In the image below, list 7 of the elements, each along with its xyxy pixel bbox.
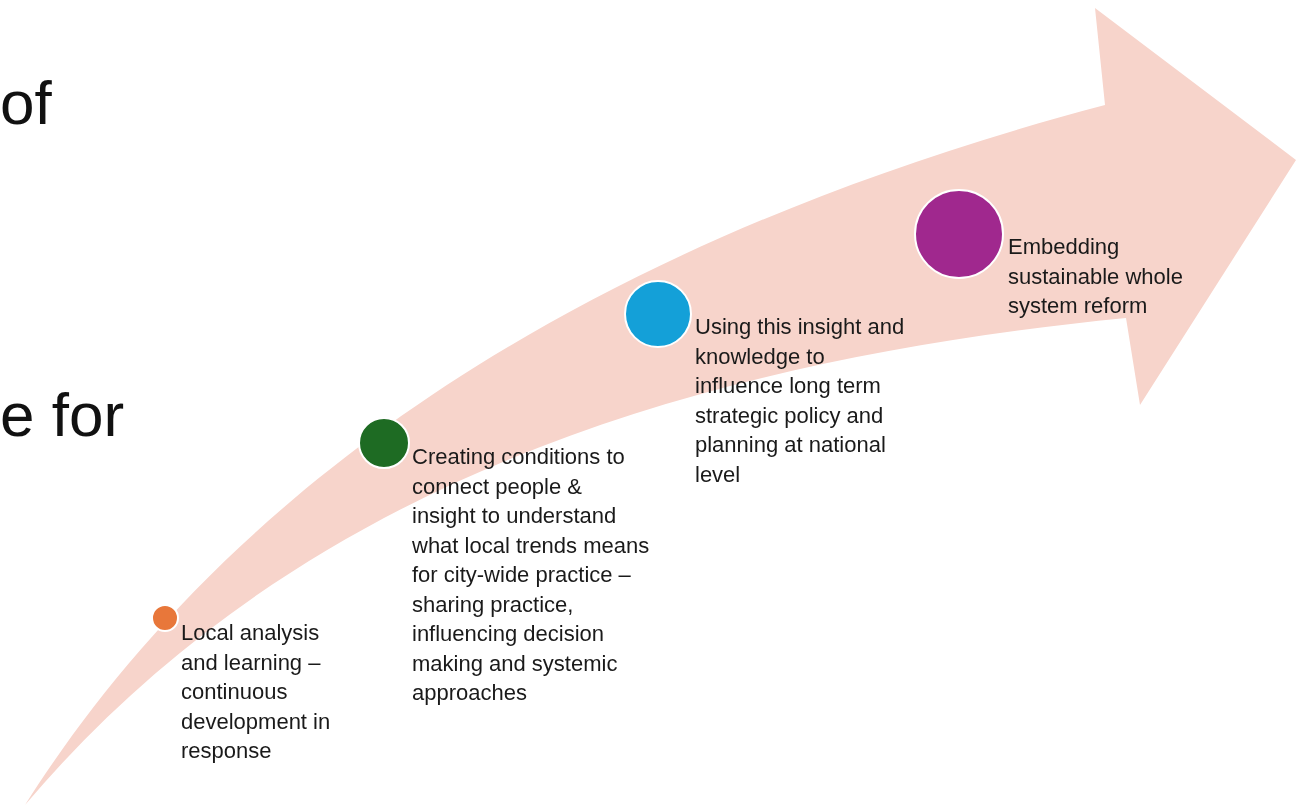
heading-fragment: of bbox=[0, 68, 52, 138]
step-description: Creating conditions to connect people & insight to understand what local trends means for city-wide practice – sharing practice, influencing decision making and systemic approaches bbox=[412, 443, 650, 707]
step-circle bbox=[151, 604, 179, 632]
step-description: Embedding sustainable whole system reform bbox=[1008, 233, 1184, 320]
heading-fragment: e for bbox=[0, 380, 125, 450]
step-description: Using this insight and knowledge to influence long term strategic policy and planning at national level bbox=[695, 313, 906, 489]
step-description: Local analysis and learning – continuous development in response bbox=[181, 619, 332, 765]
